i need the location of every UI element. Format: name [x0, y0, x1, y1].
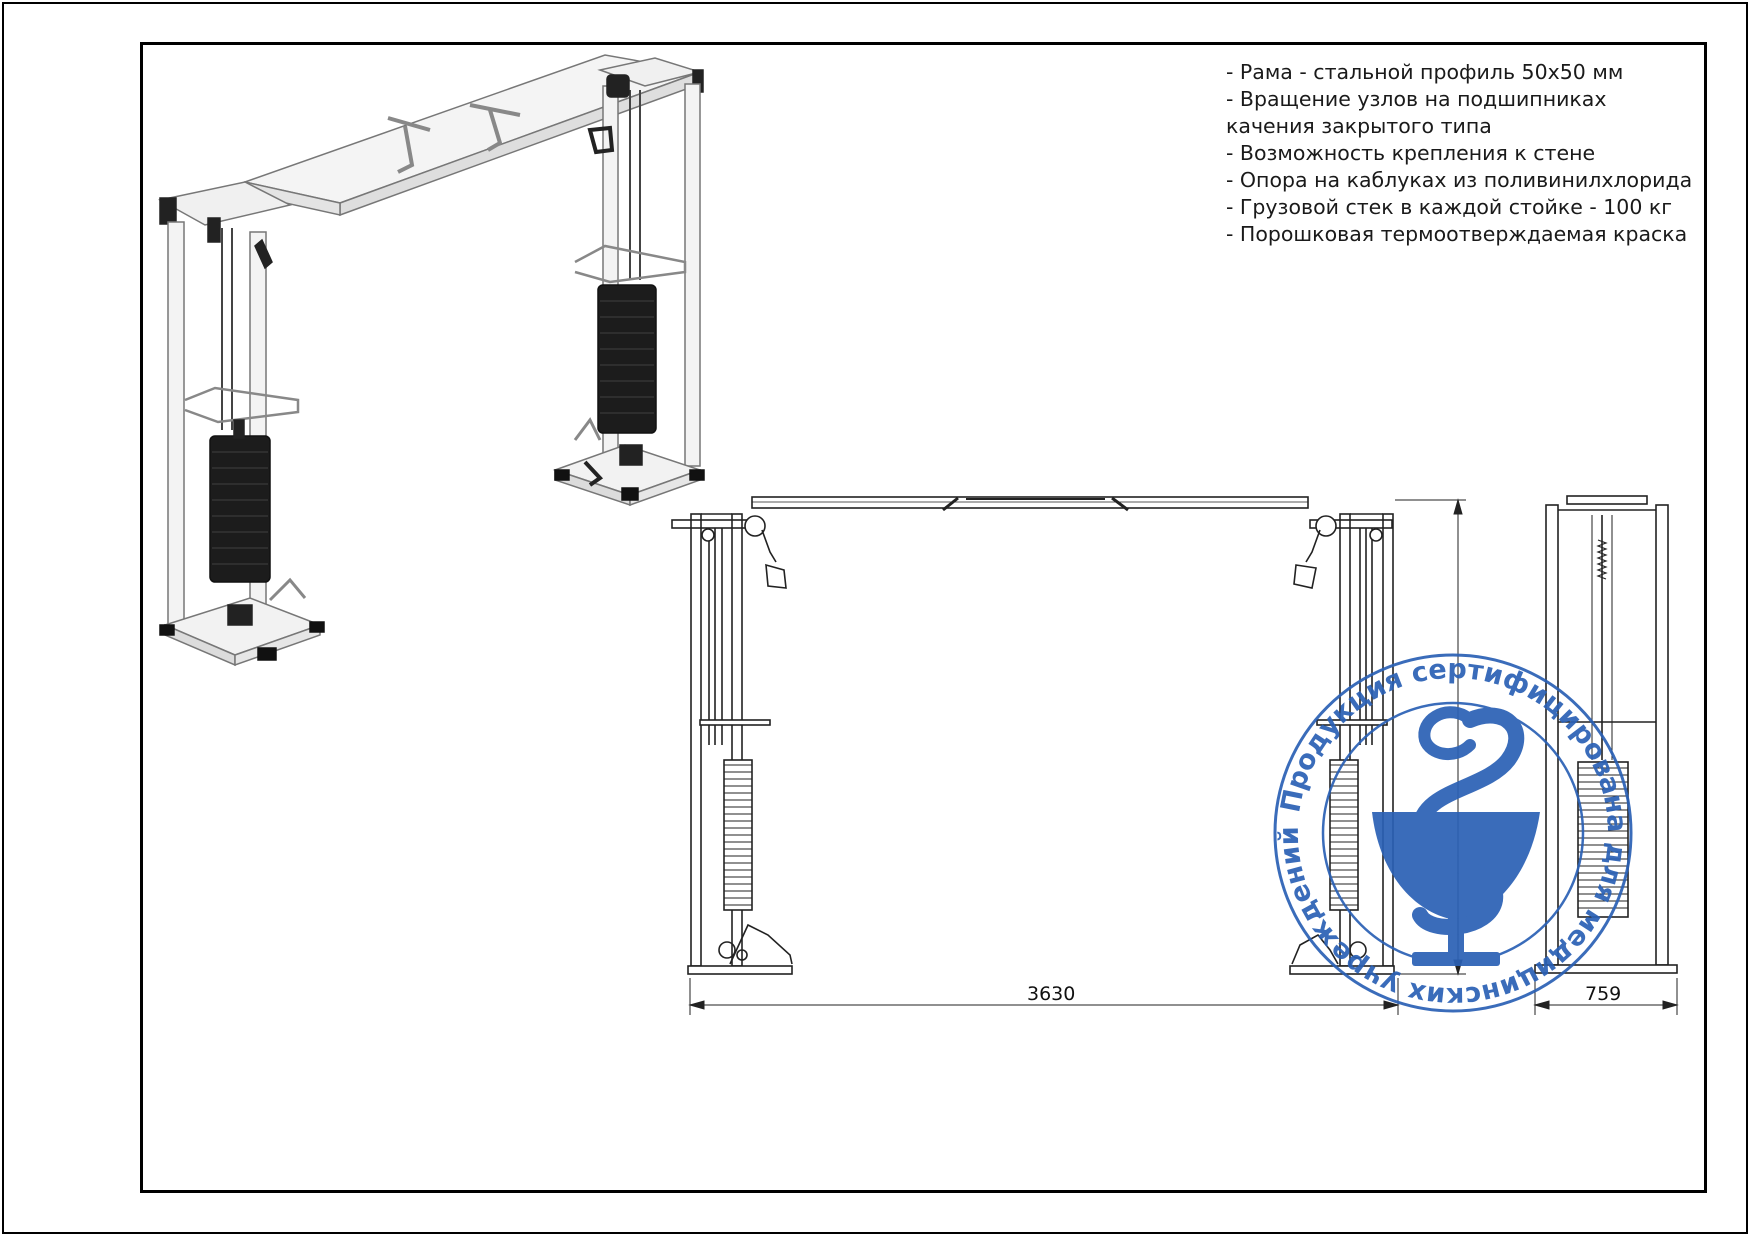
- depth-dimension-line: [1533, 978, 1679, 1015]
- specification-list: - Рама - стальной профиль 50х50 мм - Вра…: [1226, 59, 1696, 248]
- spec-item: - Возможность крепления к стене: [1226, 141, 1596, 165]
- spec-item: - Рама - стальной профиль 50х50 мм: [1226, 60, 1624, 84]
- spec-item: - Вращение узлов на подшипниках качения …: [1226, 87, 1607, 138]
- drawing-frame: [140, 42, 1707, 1193]
- depth-dimension-label: 759: [1585, 983, 1621, 1005]
- width-dimension-line: [688, 978, 1400, 1015]
- spec-item: - Грузовой стек в каждой стойке - 100 кг: [1226, 195, 1673, 219]
- front-elevation-drawing: [671, 496, 1466, 1015]
- spec-item: - Опора на каблуках из поливинилхлорида: [1226, 168, 1693, 192]
- height-dimension-line: [1395, 498, 1466, 976]
- bowl-of-hygieia-icon: [1372, 706, 1540, 966]
- left-weight-stack: [723, 759, 753, 911]
- crossover-machine-3d-render: [157, 54, 705, 667]
- width-dimension-label: 3630: [1027, 983, 1075, 1005]
- spec-item: - Порошковая термоотверждаемая краска: [1226, 222, 1688, 246]
